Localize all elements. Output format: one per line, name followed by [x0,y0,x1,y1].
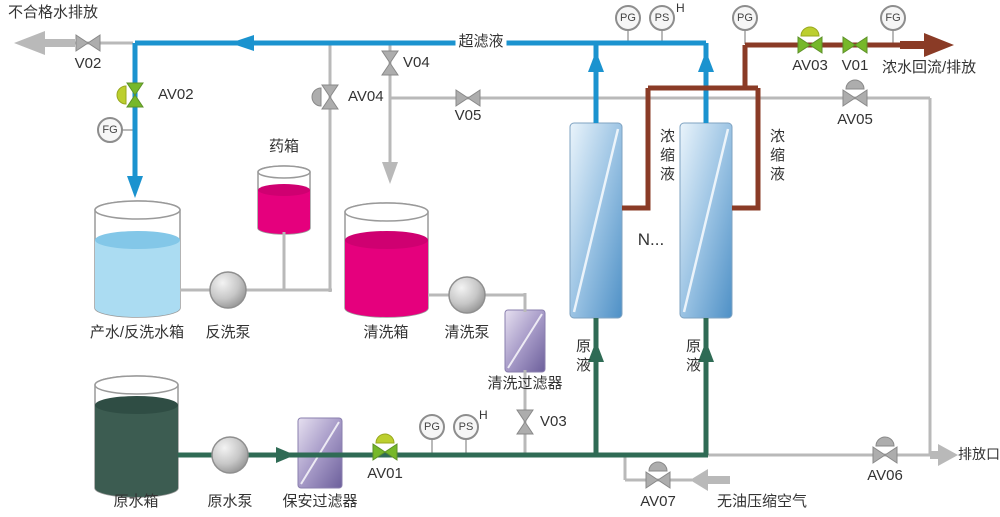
fg-gauge-text-1: FG [885,12,901,24]
pressure-switch-top [649,5,675,31]
label-av04: AV04 [348,88,384,105]
outlet-arrow [930,444,958,466]
flow-gauge-product [97,117,123,143]
valve-v04 [381,50,399,76]
label-feed-2: 原液 [684,338,701,376]
unqualified-discharge-arrow [14,31,75,55]
cleaning-tank [344,202,429,318]
pressure-gauge-feed [419,414,445,440]
label-v04: V04 [403,54,430,71]
fg-gauge-text-2: FG [102,124,118,136]
label-av02: AV02 [158,86,194,103]
raw-water-tank [94,375,179,498]
valve-av02 [116,82,144,108]
label-feed-1: 原液 [574,338,591,376]
concentrate-return-arrow [900,33,954,57]
valve-v05 [455,89,481,107]
label-v03: V03 [540,413,567,430]
fill-cleaning-tank-arrow [382,162,398,184]
label-cleaning-pump: 清洗泵 [444,324,490,341]
valve-av06 [872,436,898,464]
label-outlet: 排放口 [958,446,1000,462]
label-unqualified-discharge: 不合格水排放 [8,4,99,21]
ps-gauge-text-1: PS [654,12,670,24]
ultrafiltrate-pipes [127,35,714,198]
uf-module-1 [569,122,623,319]
compressed-air-arrow [690,469,730,491]
cleaning-pump [448,276,486,314]
pressure-gauge-top-1 [615,5,641,31]
valve-av05 [842,79,868,107]
label-v02: V02 [74,55,102,72]
label-v05: V05 [454,107,482,124]
pg-gauge-text-1: PG [620,12,636,24]
valve-av04 [311,84,339,110]
product-backwash-tank [94,200,181,318]
label-av01: AV01 [367,465,403,482]
raw-water-pump [211,436,249,474]
label-av06: AV06 [867,467,903,484]
label-cleaning-filter: 清洗过滤器 [487,375,563,392]
valve-av01 [372,433,398,461]
uf-module-n [679,122,733,319]
concentrate-pipes [622,33,954,211]
high-flag-2: H [479,408,488,422]
label-compressed-air: 无油压缩空气 [717,493,808,510]
label-backwash-pump: 反洗泵 [205,324,251,341]
label-concentrate-2: 浓缩液 [768,128,785,185]
pressure-switch-feed [453,414,479,440]
cleaning-filter [504,309,546,373]
label-av03: AV03 [792,57,828,74]
pg-gauge-text-2: PG [737,12,753,24]
flow-gauge-concentrate [880,5,906,31]
label-product-tank: 产水/反洗水箱 [89,324,185,341]
label-module-count: N... [637,230,665,249]
label-raw-tank: 原水箱 [113,493,159,510]
valve-v02 [75,34,101,52]
feed-pipes [178,318,714,463]
label-cleaning-tank: 清洗箱 [363,324,409,341]
label-chemical-tank: 药箱 [268,138,300,155]
label-raw-pump: 原水泵 [207,493,253,510]
backwash-pump [209,271,247,309]
pressure-gauge-concentrate [732,5,758,31]
valve-v01 [842,36,868,54]
pg-gauge-text-3: PG [424,421,440,433]
label-concentrate-1: 浓缩液 [658,128,675,185]
label-security-filter: 保安过滤器 [282,493,358,510]
valve-v03 [516,409,534,435]
label-ultrafiltrate: 超滤液 [455,33,507,51]
chemical-tank [257,165,311,235]
label-v01: V01 [841,57,869,74]
high-flag-1: H [676,1,685,15]
label-av07: AV07 [640,493,676,510]
ps-gauge-text-2: PS [458,421,474,433]
valve-av03 [797,26,823,54]
valve-av07 [645,461,671,489]
label-concentrate-return: 浓水回流/排放 [882,59,977,76]
label-av05: AV05 [837,111,873,128]
